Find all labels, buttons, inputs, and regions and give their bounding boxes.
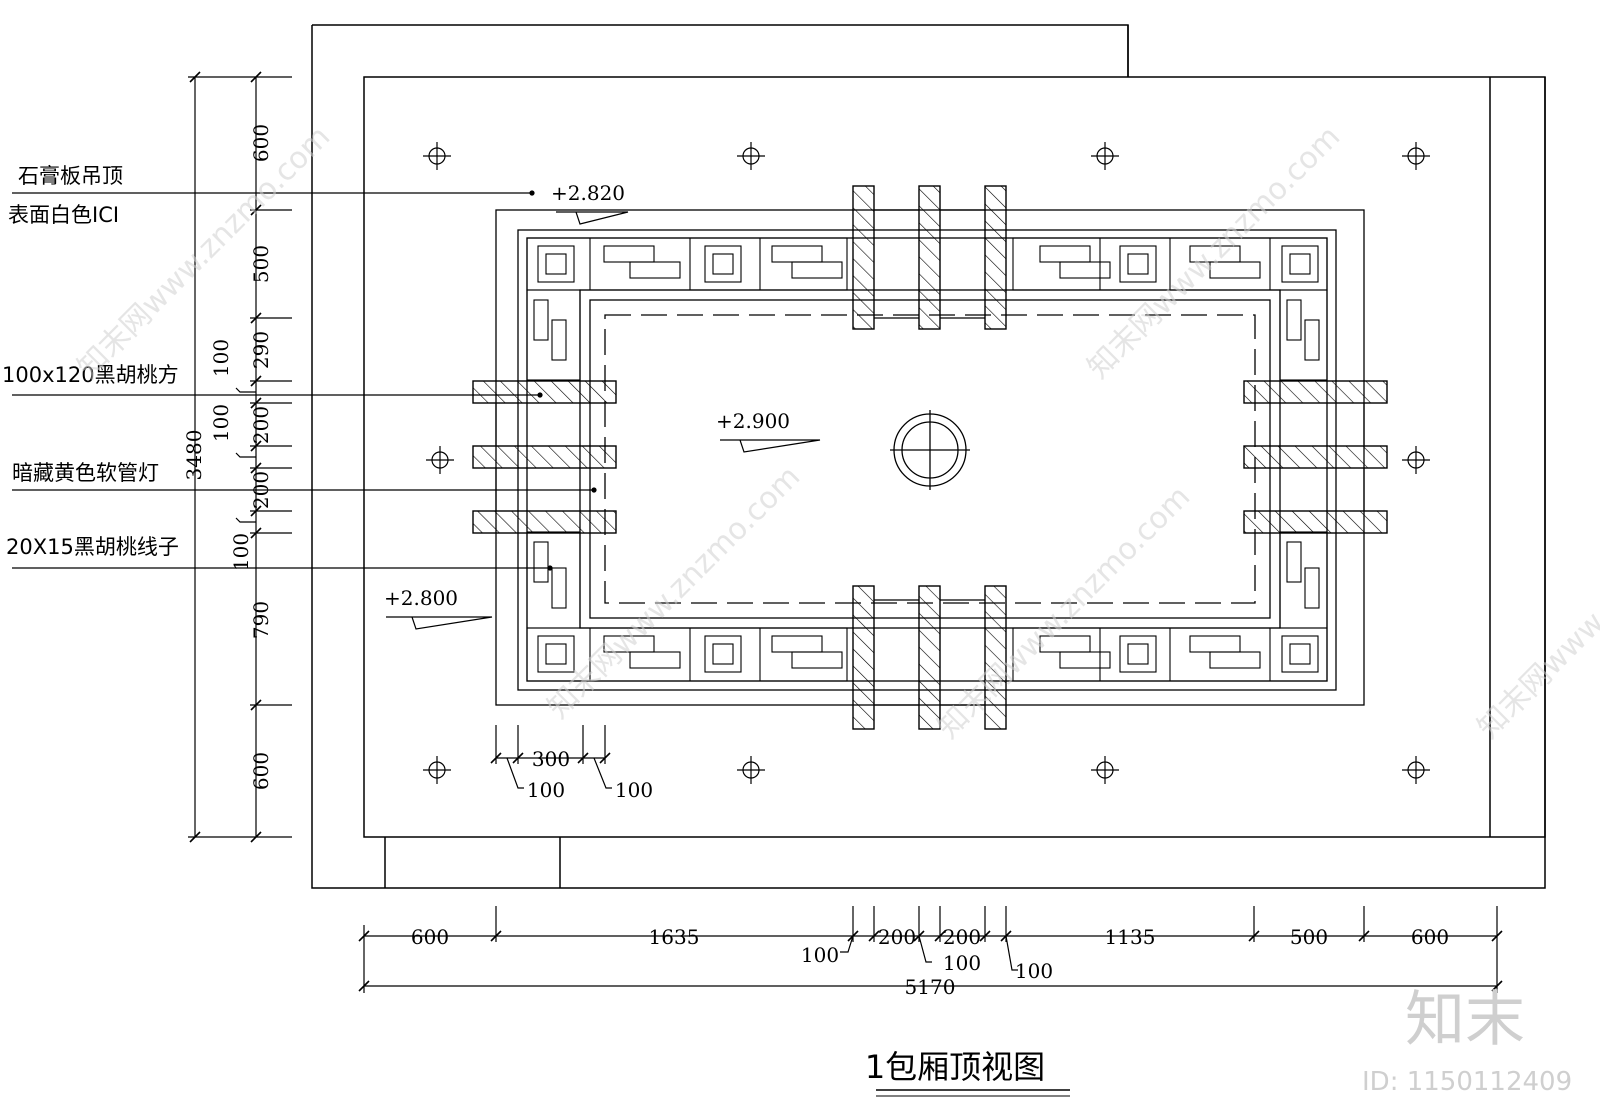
svg-text:500: 500 bbox=[1290, 925, 1328, 949]
svg-text:200: 200 bbox=[943, 925, 981, 949]
drawing-title: 1包厢顶视图 bbox=[865, 1048, 1070, 1097]
walnut-beams bbox=[472, 185, 1388, 730]
svg-text:ID: 1150112409: ID: 1150112409 bbox=[1362, 1067, 1572, 1097]
bottom-dimension-labels: 600 1635 100 200 200 100 100 1135 500 60… bbox=[411, 925, 1449, 999]
svg-text:知末网www.znzmo.com: 知末网www.znzmo.com bbox=[541, 459, 807, 725]
room-outline bbox=[311, 24, 1546, 889]
svg-text:知末网www.znzmo.com: 知末网www.znzmo.com bbox=[1081, 119, 1347, 385]
svg-text:1135: 1135 bbox=[1105, 925, 1156, 949]
brand-logo: 知末 ID: 1150112409 bbox=[1362, 985, 1572, 1097]
svg-text:知末网www.znzmo.com: 知末网www.znzmo.com bbox=[71, 119, 337, 385]
svg-text:200: 200 bbox=[878, 925, 916, 949]
label-hidden-light: 暗藏黄色软管灯 bbox=[12, 461, 159, 485]
svg-text:200: 200 bbox=[249, 406, 273, 444]
svg-text:100: 100 bbox=[209, 404, 233, 442]
beam-gap-lines bbox=[495, 209, 1365, 706]
label-ceiling-board: 石膏板吊顶 bbox=[18, 164, 123, 188]
label-surface-finish: 表面白色ICI bbox=[8, 203, 119, 227]
lattice-panels bbox=[526, 237, 1328, 682]
svg-text:600: 600 bbox=[249, 752, 273, 790]
svg-text:790: 790 bbox=[249, 601, 273, 639]
svg-text:知末: 知末 bbox=[1405, 985, 1525, 1055]
svg-text:100: 100 bbox=[527, 778, 565, 802]
svg-text:100: 100 bbox=[801, 943, 839, 967]
annotation-leaders bbox=[12, 190, 597, 571]
svg-text:500: 500 bbox=[249, 245, 273, 283]
svg-text:100: 100 bbox=[229, 533, 253, 571]
detail-dimension-labels: 300 100 100 bbox=[527, 747, 653, 802]
center-light-fixture bbox=[890, 410, 970, 490]
svg-text:+2.820: +2.820 bbox=[551, 181, 625, 205]
svg-text:5170: 5170 bbox=[905, 975, 956, 999]
svg-text:290: 290 bbox=[249, 331, 273, 369]
left-dimension-chain bbox=[188, 71, 292, 843]
label-walnut-trim: 20X15黑胡桃线子 bbox=[6, 535, 179, 559]
elevation-marker-upper: +2.820 bbox=[551, 181, 629, 225]
bottom-dimension-chain bbox=[358, 906, 1503, 993]
svg-text:100: 100 bbox=[615, 778, 653, 802]
detail-dimension bbox=[490, 725, 612, 789]
svg-text:600: 600 bbox=[1411, 925, 1449, 949]
svg-text:100: 100 bbox=[209, 339, 233, 377]
svg-text:600: 600 bbox=[411, 925, 449, 949]
svg-text:知末网www.znzmo.com: 知末网www.znzmo.com bbox=[931, 479, 1197, 745]
svg-text:1包厢顶视图: 1包厢顶视图 bbox=[865, 1048, 1045, 1086]
svg-text:200: 200 bbox=[249, 471, 273, 509]
svg-text:300: 300 bbox=[532, 747, 570, 771]
svg-text:3480: 3480 bbox=[182, 430, 206, 481]
svg-text:100: 100 bbox=[1015, 959, 1053, 983]
left-dimension-labels: 3480 600 500 290 100 200 100 200 100 790… bbox=[182, 124, 273, 790]
svg-text:+2.800: +2.800 bbox=[384, 586, 458, 610]
svg-text:600: 600 bbox=[249, 124, 273, 162]
svg-text:100: 100 bbox=[943, 951, 981, 975]
svg-text:1635: 1635 bbox=[649, 925, 700, 949]
label-walnut-beam: 100x120黑胡桃方 bbox=[2, 363, 179, 387]
elevation-marker-center: +2.900 bbox=[716, 409, 821, 453]
svg-text:+2.900: +2.900 bbox=[716, 409, 790, 433]
elevation-marker-lower: +2.800 bbox=[384, 586, 493, 630]
